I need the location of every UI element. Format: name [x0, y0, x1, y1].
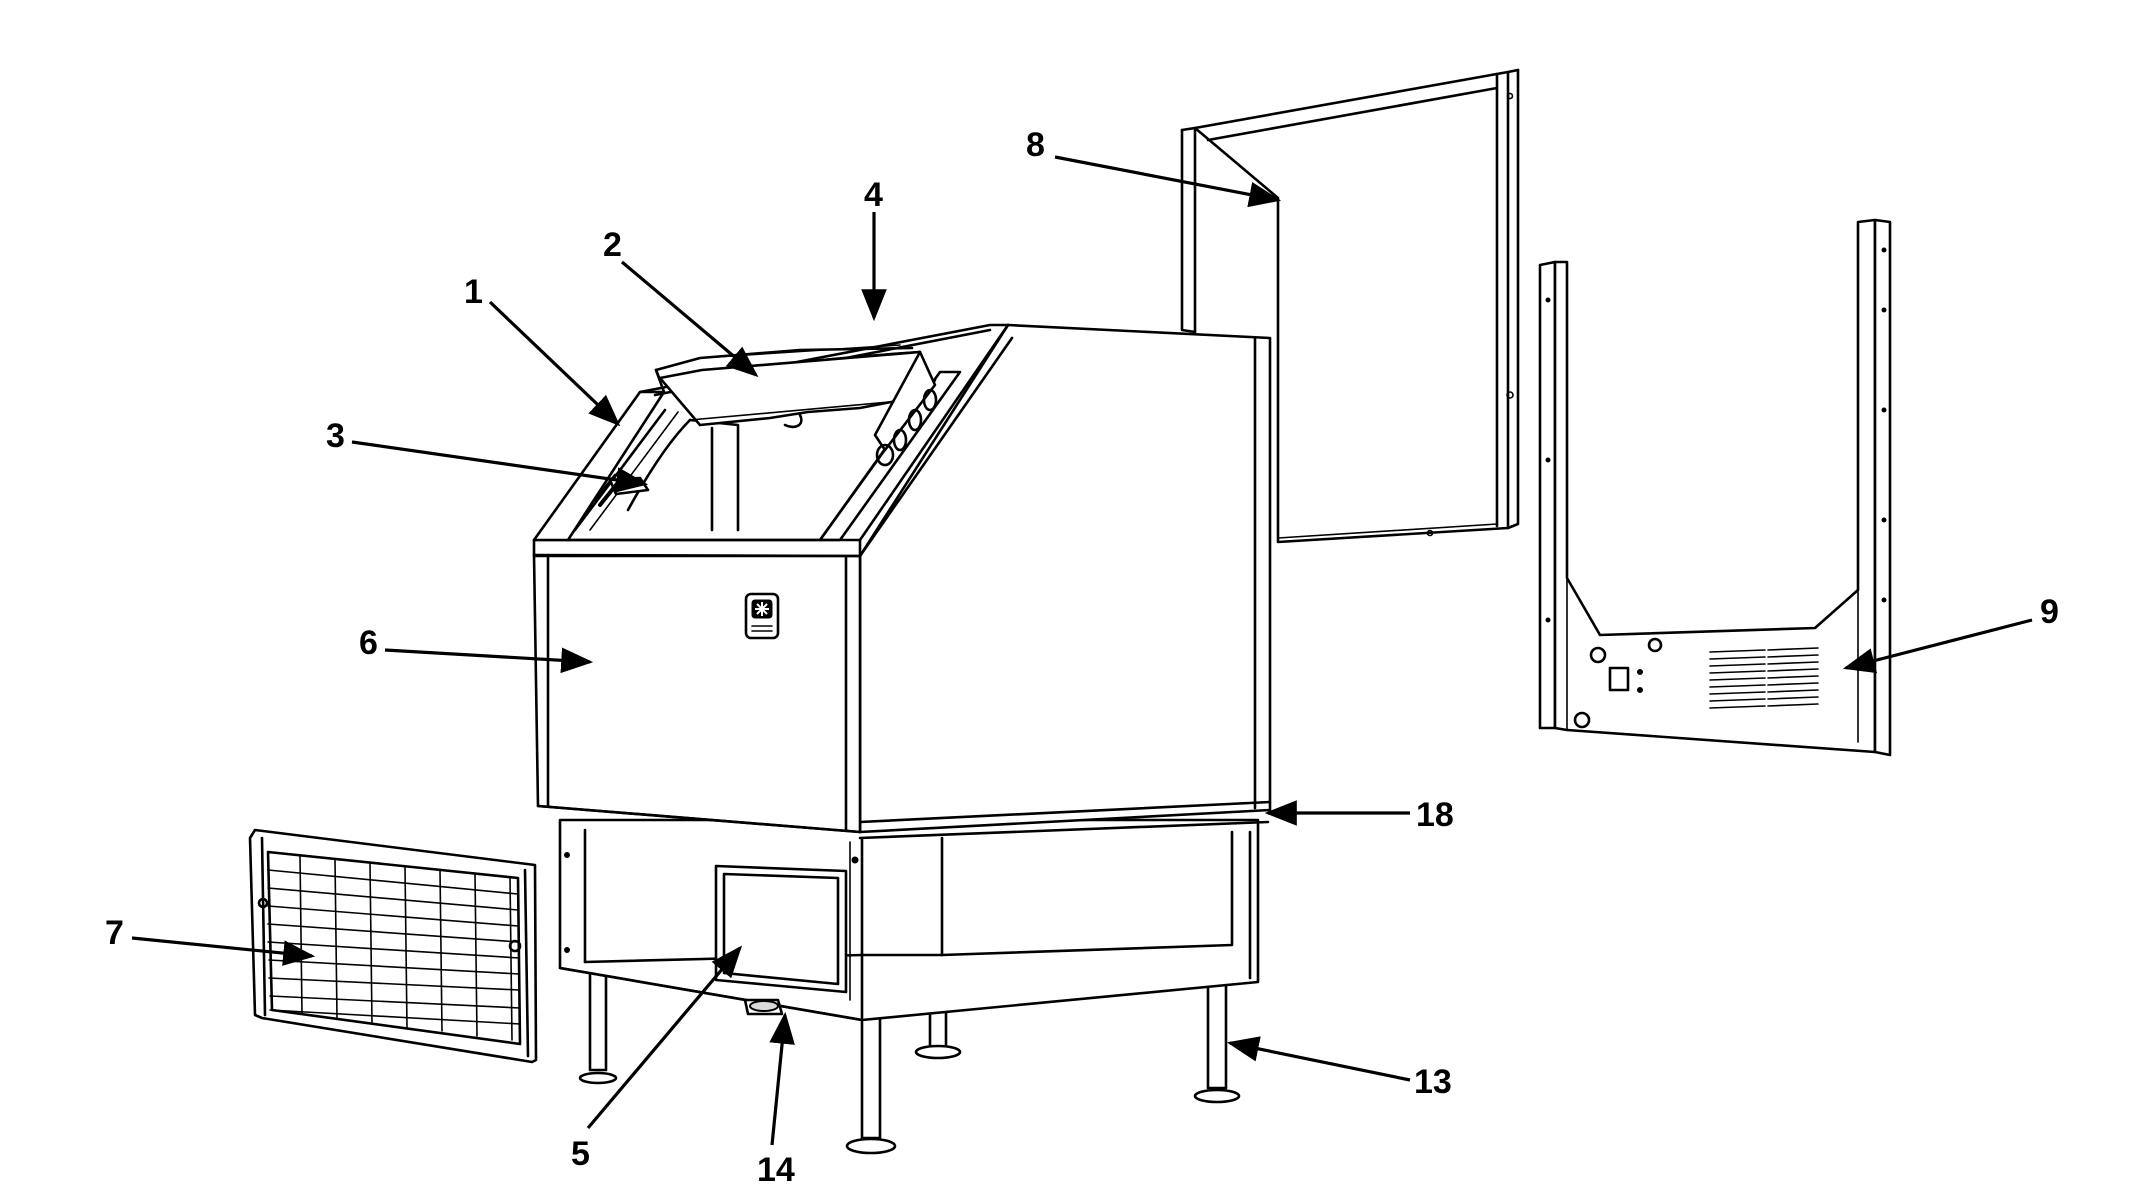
callout-labels: 1 2 3 4 5 6 7 8 9 13 14 18	[105, 126, 2059, 1189]
callout-4: 4	[864, 176, 883, 214]
callout-2: 2	[603, 226, 622, 264]
front-grille	[248, 828, 538, 1064]
leader-5	[586, 945, 743, 1130]
callout-13: 13	[1414, 1063, 1452, 1101]
callout-leaders	[131, 155, 2033, 1146]
louver-grille-right	[1767, 647, 1819, 707]
leader-2	[620, 260, 759, 378]
callout-5: 5	[571, 1135, 590, 1173]
louver-grille-left	[1709, 649, 1766, 709]
access-window	[714, 864, 848, 994]
leader-3	[351, 440, 649, 493]
callout-6: 6	[359, 624, 378, 662]
manitowoc-logo-badge	[744, 592, 780, 640]
main-cabinet	[532, 323, 1272, 840]
drain-fitting	[743, 998, 784, 1016]
callout-18: 18	[1416, 796, 1454, 834]
leader-13	[1226, 1036, 1411, 1082]
back-panel	[1538, 218, 1892, 757]
leader-14	[769, 1011, 795, 1146]
legs	[578, 966, 1241, 1155]
leader-1	[488, 300, 621, 427]
callout-9: 9	[2040, 593, 2059, 631]
leader-9	[1842, 618, 2033, 674]
leader-7	[131, 936, 316, 966]
callout-1: 1	[464, 273, 483, 311]
callout-8: 8	[1026, 126, 1045, 164]
callout-3: 3	[326, 417, 345, 455]
leader-6	[384, 647, 594, 674]
leader-8	[1054, 155, 1282, 208]
callout-14: 14	[757, 1151, 795, 1189]
base-stand	[558, 818, 1260, 1022]
callout-7: 7	[105, 914, 124, 952]
